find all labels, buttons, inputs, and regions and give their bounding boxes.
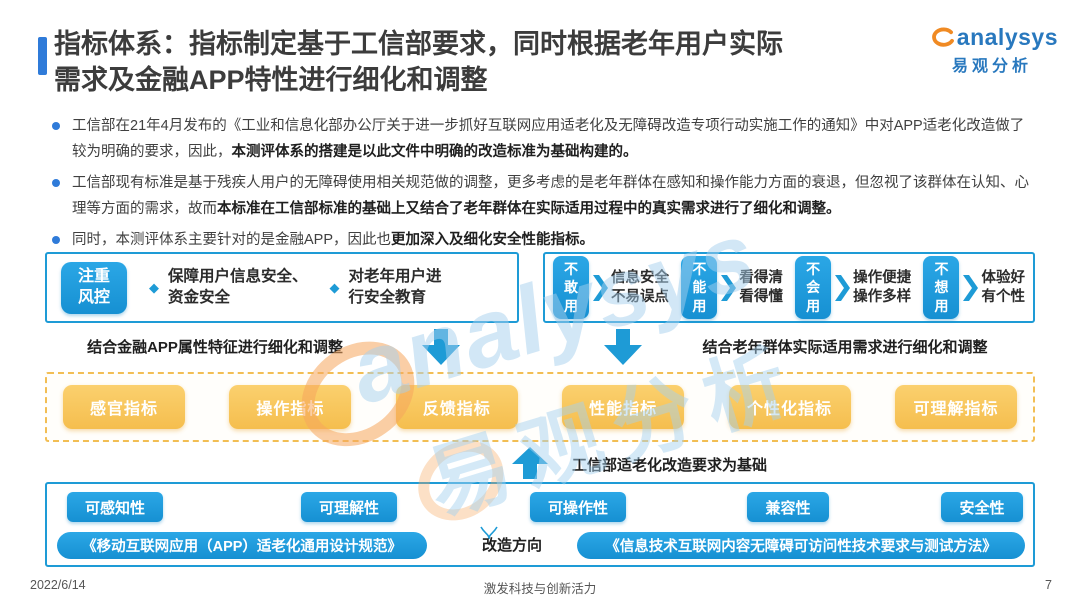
bullet-text-bold: 本标准在工信部标准的基础上又结合了老年群体在实际适用过程中的真实需求进行了细化和… — [217, 201, 841, 217]
principle-pill: 可感知性 — [67, 492, 163, 522]
need-text: 信息安全 不易误点 — [611, 269, 669, 305]
diamond-bullet-icon: ◆ — [329, 279, 340, 295]
logo-text-cn: 易观分析 — [951, 58, 1032, 75]
need-text: 体验好 有个性 — [981, 269, 1025, 305]
indicator-pill: 反馈指标 — [395, 385, 518, 429]
risk-item: ◆ 对老年用户进 行安全教育 — [308, 267, 442, 307]
badge-text: 风控 — [77, 288, 110, 306]
standards-box: 可感知性 可理解性 可操作性 兼容性 安全性 《移动互联网应用（APP）适老化通… — [45, 482, 1035, 567]
need-group: 不能用 看得清 看得懂 — [681, 256, 783, 319]
badge-text: 注重 — [77, 267, 110, 285]
bullet-item: 工信部现有标准是基于残疾人用户的无障碍使用相关规范做的调整，更多考虑的是老年群体… — [52, 170, 1037, 222]
caption-right: 结合老年群体实际适用需求进行细化和调整 — [702, 339, 988, 356]
page-title-line1: 指标体系：指标制定基于工信部要求，同时根据老年用户实际 — [54, 29, 783, 59]
down-arrow-icon — [604, 329, 642, 365]
bullet-text: 工信部现有标准是基于残疾人用户的无障碍使用相关规范做的调整，更多考虑的是老年群体… — [72, 175, 1029, 217]
bullet-text-bold: 更加深入及细化安全性能指标。 — [391, 232, 595, 248]
standards-direction-label: 改造方向 — [481, 537, 542, 554]
logo-swirl-icon — [932, 27, 954, 47]
page-title-line2: 需求及金融APP特性进行细化和调整 — [54, 65, 488, 96]
need-badge: 不想用 — [923, 256, 960, 319]
bullet-dot-icon — [52, 236, 60, 244]
bullet-text: 工信部在21年4月发布的《工业和信息化部办公厅关于进一步抓好互联网应用适老化及无… — [72, 118, 1025, 160]
page-title: 指标体系：指标制定基于工信部要求，同时根据老年用户实际 需求及金融APP特性进行… — [54, 26, 934, 98]
title-accent-bar — [38, 37, 47, 75]
bullet-dot-icon — [52, 122, 60, 130]
chevron-right-icon — [593, 274, 608, 301]
principle-pill: 兼容性 — [747, 492, 829, 522]
base-caption: 工信部适老化改造要求为基础 — [572, 457, 768, 474]
principle-pill: 安全性 — [941, 492, 1023, 522]
need-badge: 不能用 — [681, 256, 718, 319]
principle-pill: 可理解性 — [301, 492, 397, 522]
chevron-right-icon — [963, 274, 979, 301]
indicator-pill: 个性化指标 — [728, 385, 851, 429]
footer-page-number: 7 — [1045, 578, 1052, 592]
need-group: 不敢用 信息安全 不易误点 — [553, 256, 669, 319]
bullet-text-bold: 本测评体系的搭建是以此文件中明确的改造标准为基础构建的。 — [231, 144, 638, 160]
logo-text-en: analysys — [956, 24, 1058, 50]
risk-control-box: 注重 风控 ◆ 保障用户信息安全、 资金安全 ◆ 对老年用户进 行安全教育 — [45, 252, 519, 323]
slide-footer: 2022/6/14 激发科技与创新活力 7 — [0, 578, 1080, 600]
diagram-top-row: 注重 风控 ◆ 保障用户信息安全、 资金安全 ◆ 对老年用户进 行安全教育 不 — [45, 252, 1035, 323]
analysys-logo: analysys 易观分析 — [928, 24, 1058, 76]
indicator-pill: 性能指标 — [562, 385, 685, 429]
need-badge: 不会用 — [795, 256, 832, 319]
footer-date: 2022/6/14 — [30, 578, 86, 592]
bullet-text: 同时，本测评体系主要针对的是金融APP，因此也 — [72, 232, 392, 248]
risk-control-badge: 注重 风控 — [61, 261, 127, 314]
need-text: 操作便捷 操作多样 — [853, 269, 912, 305]
base-row: 工信部适老化改造要求为基础 — [0, 446, 1080, 482]
down-arrow-icon — [422, 329, 460, 365]
footer-slogan: 激发科技与创新活力 — [483, 582, 597, 596]
bullet-list: 工信部在21年4月发布的《工业和信息化部办公厅关于进一步抓好互联网应用适老化及无… — [52, 113, 1037, 258]
chevron-right-icon — [835, 274, 851, 301]
risk-item: ◆ 保障用户信息安全、 资金安全 — [127, 267, 308, 307]
bullet-dot-icon — [52, 179, 60, 187]
standard-banner-right: 《信息技术互联网内容无障碍可访问性技术要求与测试方法》 — [577, 532, 1025, 559]
risk-item-text: 对老年用户进 行安全教育 — [348, 268, 442, 306]
connector-bracket-icon — [480, 526, 498, 540]
risk-item-text: 保障用户信息安全、 资金安全 — [168, 268, 308, 306]
indicator-pill: 感官指标 — [63, 385, 185, 429]
bullet-item: 工信部在21年4月发布的《工业和信息化部办公厅关于进一步抓好互联网应用适老化及无… — [52, 113, 1037, 165]
indicator-box: 感官指标 操作指标 反馈指标 性能指标 个性化指标 可理解指标 — [45, 372, 1035, 442]
indicator-pill: 操作指标 — [229, 385, 352, 429]
elderly-needs-box: 不敢用 信息安全 不易误点 不能用 看得清 看得懂 不会用 操作便捷 — [543, 252, 1035, 323]
need-text: 看得清 看得懂 — [739, 269, 783, 305]
principle-pill: 可操作性 — [530, 492, 626, 522]
indicator-pill: 可理解指标 — [894, 385, 1017, 429]
up-arrow-icon — [512, 447, 548, 479]
diamond-bullet-icon: ◆ — [149, 279, 159, 295]
standard-banner-left: 《移动互联网应用（APP）适老化通用设计规范》 — [57, 532, 427, 559]
bullet-item: 同时，本测评体系主要针对的是金融APP，因此也更加深入及细化安全性能指标。 — [52, 227, 1037, 253]
caption-left: 结合金融APP属性特征进行细化和调整 — [87, 339, 343, 356]
need-group: 不会用 操作便捷 操作多样 — [795, 256, 911, 319]
need-group: 不想用 体验好 有个性 — [923, 256, 1025, 319]
need-badge: 不敢用 — [553, 256, 589, 319]
chevron-right-icon — [721, 274, 737, 301]
